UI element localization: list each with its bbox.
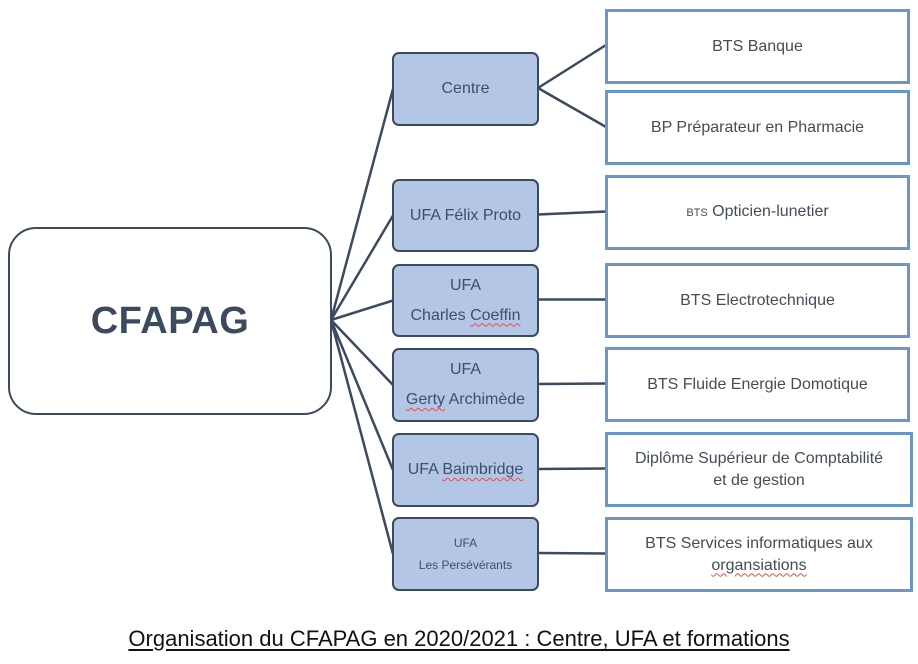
formation-bts-opticien-lunetier: BTS Opticien-lunetier [605, 175, 910, 250]
unit-baimbridge: UFA Baimbridge [392, 433, 539, 507]
formation-label: BTS Opticien-lunetier [686, 201, 828, 224]
formation-prefix: BTS [686, 207, 708, 219]
unit-label: UFA Baimbridge [407, 461, 524, 478]
unit-label-line1: UFA [453, 536, 478, 550]
formation-bts-banque: BTS Banque [605, 9, 910, 84]
unit-les-perseverants: UFA Les Persévérants [392, 517, 539, 591]
connector-centre-to-bts-banque [537, 43, 607, 90]
connector-felix-proto-to-bts-opticien [537, 210, 607, 216]
connector-gerty-archimede-to-bts-fed [537, 382, 607, 386]
formation-label: BTS Electrotechnique [680, 291, 835, 309]
unit-gerty-archimede: UFA Gerty Archimède [392, 348, 539, 422]
connector-root-to-gerty-archimede [330, 319, 394, 386]
unit-label-line2: Les Persévérants [418, 558, 513, 572]
unit-charles-coeffin: UFA Charles Coeffin [392, 264, 539, 337]
unit-label-line1: UFA [449, 361, 482, 378]
formation-bts-sio: BTS Services informatiques aux organsiat… [605, 517, 913, 592]
unit-label-word: Gerty [405, 391, 446, 408]
formation-word: organsiations [711, 556, 807, 574]
formation-dscg: Diplôme Supérieur de Comptabilité et de … [605, 432, 913, 507]
connector-root-to-charles-coeffin [330, 299, 394, 322]
root-node-cfapag: CFAPAG [8, 227, 332, 415]
root-label: CFAPAG [90, 299, 250, 342]
formation-label-line2: organsiations [711, 555, 806, 577]
unit-label: UFA Félix Proto [409, 206, 522, 224]
formation-label: BTS Fluide Energie Domotique [647, 375, 868, 393]
formation-name: Opticien-lunetier [712, 203, 829, 220]
formation-label: BP Préparateur en Pharmacie [650, 118, 865, 136]
formation-label-line1: BTS Services informatiques aux [645, 534, 873, 552]
unit-label-word: Coeffin [470, 306, 521, 324]
unit-label-line1: UFA [449, 276, 482, 294]
formation-label: BTS Banque [712, 37, 803, 55]
formation-bts-electrotechnique: BTS Electrotechnique [605, 263, 910, 338]
unit-label-line2: Charles Coeffin [410, 306, 521, 324]
connector-root-to-centre [329, 88, 395, 321]
unit-label: Centre [441, 80, 490, 97]
formation-bts-fluide-energie-domotique: BTS Fluide Energie Domotique [605, 347, 910, 422]
connector-centre-to-bp-pharmacie [537, 86, 607, 129]
connector-root-to-perseverants [329, 319, 395, 555]
unit-label-word: Baimbridge [442, 461, 524, 478]
unit-felix-proto: UFA Félix Proto [392, 179, 539, 252]
unit-centre: Centre [392, 52, 539, 126]
formation-label-line2: et de gestion [713, 471, 805, 489]
connector-baimbridge-to-dscg [537, 467, 607, 471]
connector-perseverants-to-bts-sio [537, 551, 607, 555]
connector-root-to-felix-proto [329, 214, 395, 321]
connector-root-to-baimbridge [329, 319, 395, 471]
diagram-caption: Organisation du CFAPAG en 2020/2021 : Ce… [128, 626, 790, 651]
formation-label-line1: Diplôme Supérieur de Comptabilité [634, 449, 884, 467]
unit-label-line2: Gerty Archimède [405, 391, 526, 408]
formation-bp-preparateur-pharmacie: BP Préparateur en Pharmacie [605, 90, 910, 165]
